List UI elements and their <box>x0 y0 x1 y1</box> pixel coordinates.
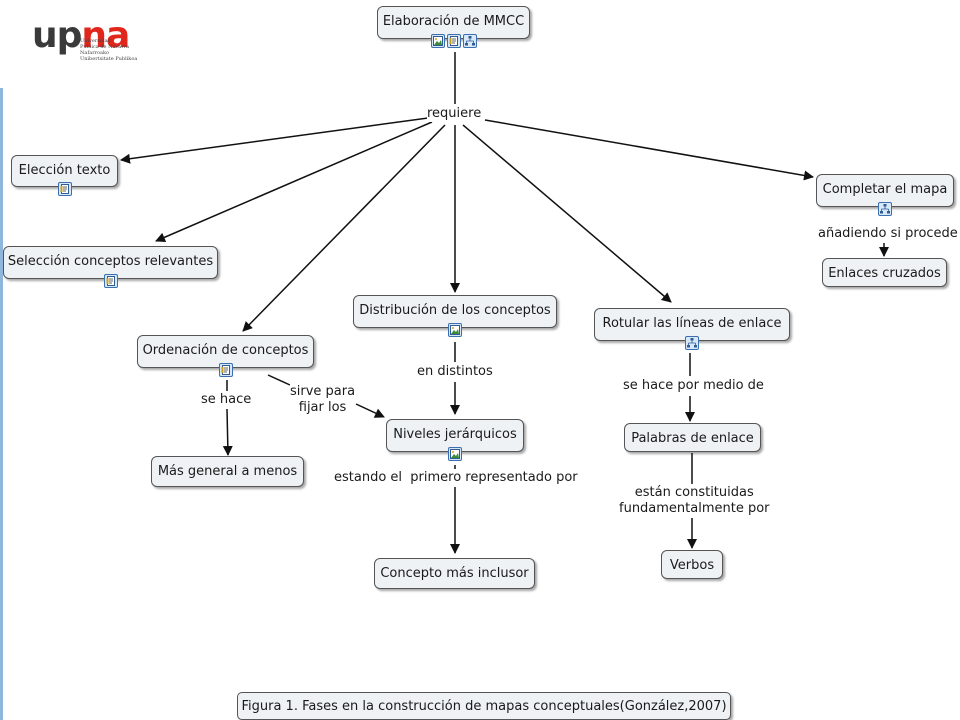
resource-icons <box>378 34 529 48</box>
document-icon[interactable] <box>218 363 233 377</box>
concept-elaboracion-mmcc[interactable]: Elaboración de MMCC <box>377 6 530 48</box>
figure-caption: Figura 1. Fases en la construcción de ma… <box>237 692 731 720</box>
concept-niveles-jerarquicos[interactable]: Niveles jerárquicos <box>386 419 524 461</box>
document-icon[interactable] <box>57 182 72 196</box>
concept-enlaces-cruzados[interactable]: Enlaces cruzados <box>822 258 947 287</box>
image-icon[interactable] <box>448 447 462 461</box>
concept-label: Enlaces cruzados <box>828 266 941 281</box>
document-icon[interactable] <box>103 274 118 288</box>
concept-label: Verbos <box>669 558 715 573</box>
resource-icons <box>387 447 523 461</box>
link-phrase-sirve-para: sirve para fijar los <box>290 384 356 416</box>
logo-subtitle: Universidad Pública de Navarra Nafarroak… <box>80 38 138 62</box>
concept-palabras-enlace[interactable]: Palabras de enlace <box>624 423 761 452</box>
resource-icons <box>354 323 556 337</box>
link-phrase-requiere: requiere <box>427 106 482 122</box>
concept-label: Elección texto <box>18 163 111 178</box>
left-accent-bar <box>0 88 3 720</box>
link-phrase-en-distintos: en distintos <box>417 364 493 380</box>
resource-icons <box>4 274 217 288</box>
concept-distribucion-conceptos[interactable]: Distribución de los conceptos <box>353 295 557 337</box>
concept-label: Concepto más inclusor <box>380 566 529 581</box>
concept-label: Niveles jerárquicos <box>393 427 517 442</box>
link-phrase-estando: estando el primero representado por <box>334 470 578 486</box>
resource-icons <box>138 363 313 377</box>
concept-label: Ordenación de conceptos <box>142 343 309 358</box>
resource-icons <box>817 202 953 216</box>
image-icon[interactable] <box>430 34 445 48</box>
link-phrase-se-hace: se hace <box>201 392 252 408</box>
concept-label: Rotular las líneas de enlace <box>602 316 782 331</box>
concept-seleccion-conceptos[interactable]: Selección conceptos relevantes <box>3 246 218 288</box>
concept-label: Elaboración de MMCC <box>382 14 525 29</box>
concept-label: Distribución de los conceptos <box>359 303 551 318</box>
concept-concepto-inclusor[interactable]: Concepto más inclusor <box>374 558 535 589</box>
concept-label: Completar el mapa <box>822 182 948 197</box>
document-icon[interactable] <box>446 34 461 48</box>
concept-eleccion-texto[interactable]: Elección texto <box>11 155 118 196</box>
resource-icons <box>595 336 789 350</box>
link-phrase-se-hace-por-medio: se hace por medio de <box>623 378 764 394</box>
concept-rotular-lineas[interactable]: Rotular las líneas de enlace <box>594 308 790 350</box>
concept-mas-general[interactable]: Más general a menos <box>151 456 304 487</box>
concept-completar-mapa[interactable]: Completar el mapa <box>816 174 954 216</box>
link-phrase-anadiendo: añadiendo si procede <box>818 226 958 242</box>
concept-map-icon[interactable] <box>878 202 892 216</box>
upna-logo: upna Universidad Pública de Navarra Nafa… <box>32 18 142 74</box>
concept-map-icon[interactable] <box>685 336 699 350</box>
concept-label: Selección conceptos relevantes <box>7 254 214 269</box>
logo-wordmark: upna <box>32 15 130 56</box>
image-icon[interactable] <box>448 323 462 337</box>
concept-map-icon[interactable] <box>462 34 477 48</box>
concept-ordenacion-conceptos[interactable]: Ordenación de conceptos <box>137 335 314 377</box>
concept-verbos[interactable]: Verbos <box>661 550 723 579</box>
concept-label: Palabras de enlace <box>631 431 754 446</box>
concept-label: Más general a menos <box>157 464 298 479</box>
resource-icons <box>12 182 117 196</box>
link-phrase-estan-constituidas: están constituidas fundamentalmente por <box>619 485 770 517</box>
